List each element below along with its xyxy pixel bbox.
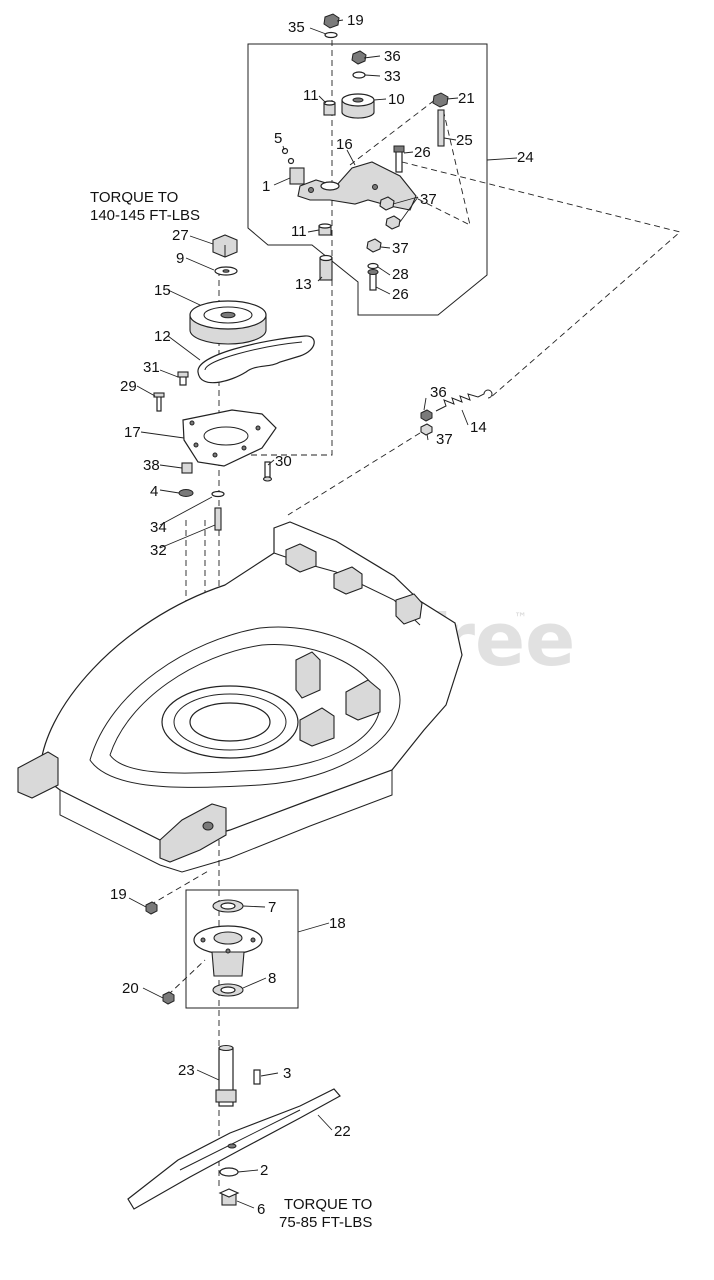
idler-pulley-10 [341, 93, 375, 119]
pin-31 [177, 371, 189, 386]
bracket-1 [289, 167, 305, 185]
callout-20: 20 [122, 980, 139, 997]
callout-24: 24 [517, 149, 534, 166]
callout-23: 23 [178, 1062, 195, 1079]
callout-2: 2 [260, 1162, 268, 1179]
spring-to-plate-line [287, 432, 421, 516]
torque-note-pulley: TORQUE TO 140-145 FT-LBS [90, 189, 200, 224]
callout-21: 21 [458, 90, 475, 107]
washer-9 [214, 266, 238, 276]
callout-38: 38 [143, 457, 160, 474]
callout-28: 28 [392, 266, 409, 283]
nuts-37 [366, 196, 401, 253]
torque-note-blade-line2: 75-85 FT-LBS [279, 1214, 372, 1231]
spacer-11-top [323, 100, 336, 116]
idler-assembly-boundary [247, 43, 488, 316]
callout-31: 31 [143, 359, 160, 376]
nut-27 [212, 234, 238, 258]
spindle-assembly-box [185, 889, 299, 1009]
watermark-trademark: ™ [514, 611, 527, 626]
torque-note-blade-line1: TORQUE TO [284, 1196, 372, 1213]
callout-11-top: 11 [303, 87, 319, 104]
callout-32: 32 [150, 542, 167, 559]
idler-to-spring-line [401, 161, 681, 399]
callout-27: 27 [172, 227, 189, 244]
nut-20 [162, 991, 175, 1005]
arm-bracket-line [349, 95, 471, 226]
key-3 [253, 1069, 261, 1085]
bolt-26-top [393, 145, 405, 173]
callout-4: 4 [150, 483, 158, 500]
callout-14: 14 [470, 419, 487, 436]
callout-7: 7 [268, 899, 276, 916]
torque-note-pulley-line1: TORQUE TO [90, 189, 178, 206]
callout-12: 12 [154, 328, 171, 345]
nut-19-top [323, 13, 340, 39]
callout-33: 33 [384, 68, 401, 85]
nut-36-top [351, 50, 367, 79]
callout-10: 10 [388, 91, 405, 108]
bearing-7 [212, 899, 244, 913]
callout-37-spring: 37 [436, 431, 453, 448]
pin-29 [153, 392, 165, 412]
shaft-23 [215, 1044, 237, 1107]
lock-nut-4 [178, 489, 194, 497]
callout-35: 35 [288, 19, 305, 36]
callout-18: 18 [329, 915, 346, 932]
bearing-8 [212, 983, 244, 997]
callout-36-top: 36 [384, 48, 401, 65]
callout-3: 3 [283, 1065, 291, 1082]
blade-22 [127, 1088, 341, 1210]
callout-6: 6 [257, 1201, 265, 1218]
spindle-housing [193, 925, 263, 977]
callout-30: 30 [275, 453, 292, 470]
callout-22: 22 [334, 1123, 351, 1140]
callout-29: 29 [120, 378, 137, 395]
screws-5 [281, 147, 295, 165]
washer-2 [219, 1167, 239, 1177]
pulley-15 [189, 300, 267, 345]
bolt-32 [214, 507, 222, 531]
callout-19-top: 19 [347, 12, 364, 29]
bolt-6 [218, 1188, 240, 1206]
callout-13: 13 [295, 276, 312, 293]
spring-14 [420, 389, 493, 436]
leader-lines [128, 19, 518, 1209]
torque-note-blade: TORQUE TO 75-85 FT-LBS [279, 1196, 372, 1231]
callout-16: 16 [336, 136, 353, 153]
callout-17: 17 [124, 424, 141, 441]
belt-12 [197, 335, 315, 384]
bolt-25 [432, 92, 449, 147]
callout-26-bottom: 26 [392, 286, 409, 303]
torque-note-pulley-line2: 140-145 FT-LBS [90, 207, 200, 224]
bushing-13 [319, 254, 333, 281]
callout-9: 9 [176, 250, 184, 267]
mounting-plate-17 [182, 409, 277, 467]
callout-37-mid: 37 [392, 240, 409, 257]
callout-19-bottom: 19 [110, 886, 127, 903]
assembly-drop-line [238, 40, 333, 456]
nut-19-bottom [145, 901, 158, 915]
spacer-11-bottom [318, 223, 332, 236]
callout-labels: 35 19 36 33 11 10 21 25 5 16 26 24 1 37 … [110, 12, 534, 1218]
callout-26-top: 26 [414, 144, 431, 161]
bolt-30 [262, 461, 273, 482]
washer-34 [211, 490, 225, 498]
callout-5: 5 [274, 130, 282, 147]
callout-34: 34 [150, 519, 167, 536]
callout-8: 8 [268, 970, 276, 987]
callout-11-bottom: 11 [291, 223, 307, 240]
callout-25: 25 [456, 132, 473, 149]
mower-deck [17, 521, 463, 873]
washer-28 [367, 262, 379, 270]
callout-36-spring: 36 [430, 384, 447, 401]
bolt-26-bottom [367, 269, 379, 291]
callout-1: 1 [262, 178, 270, 195]
spacer-38 [181, 462, 193, 474]
callout-37-top: 37 [420, 191, 437, 208]
callout-15: 15 [154, 282, 171, 299]
